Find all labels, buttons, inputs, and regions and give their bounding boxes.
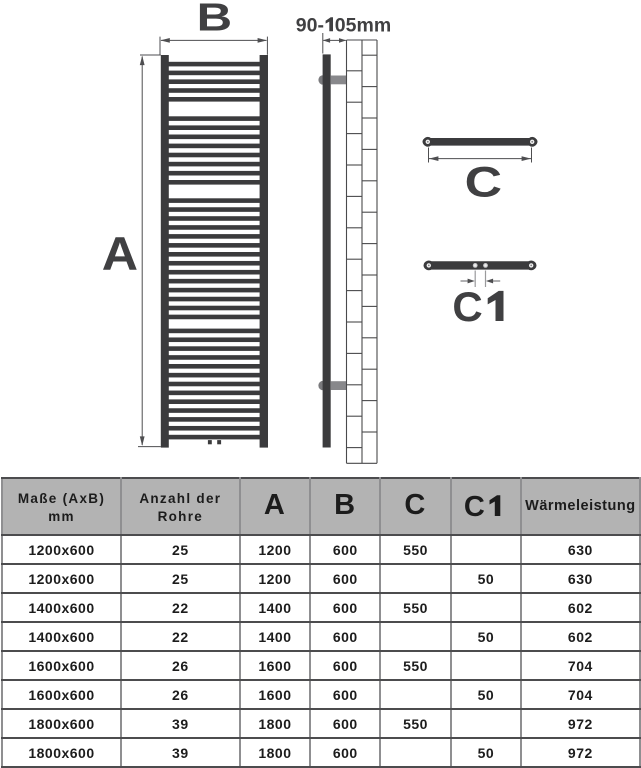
svg-text:A: A <box>102 227 138 280</box>
svg-text:C: C <box>465 160 502 207</box>
svg-text:05mm: 05mm <box>335 14 391 36</box>
svg-text:C: C <box>464 494 486 517</box>
svg-text:90-: 90- <box>296 14 324 36</box>
svg-text:B: B <box>197 0 233 40</box>
svg-text:C: C <box>452 283 482 330</box>
